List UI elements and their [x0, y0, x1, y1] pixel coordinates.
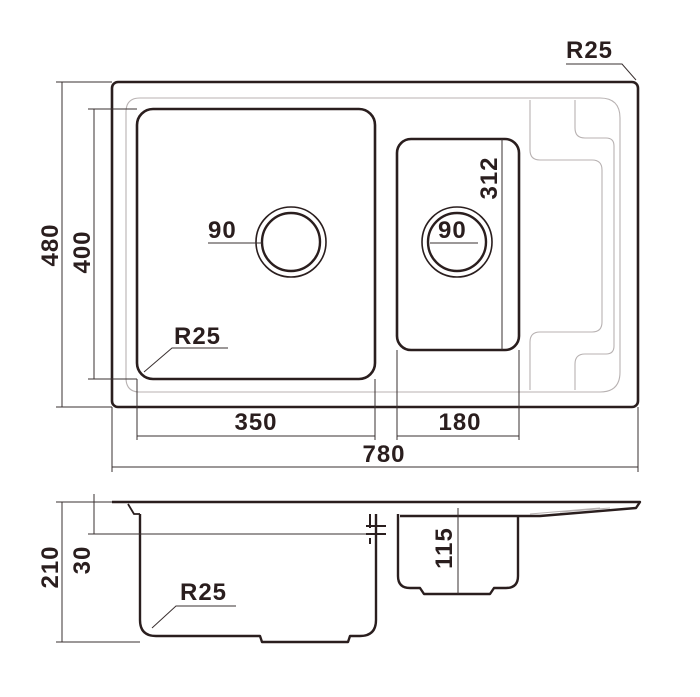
total-depth-label: 210: [37, 545, 64, 588]
section-drainboard-ridges: [529, 507, 611, 515]
main-bowl-radius-leader: [143, 347, 228, 373]
small-bowl-outline: [395, 137, 521, 352]
main-bowl-radius-label: R25: [174, 323, 221, 350]
bowl-widths-extension-lines: [136, 350, 520, 440]
overall-height-dimension: [56, 81, 112, 408]
main-drain-outer: [255, 206, 327, 278]
main-bowl-outline: [135, 107, 377, 381]
section-small-bowl: [396, 514, 520, 596]
main-bowl-height-label: 400: [69, 230, 96, 273]
small-drain-inner: [426, 211, 488, 273]
corner-radius-label: R25: [566, 37, 613, 64]
main-bowl-width-label: 350: [234, 409, 277, 436]
small-drain-outer: [421, 206, 493, 278]
rim-offset-label: 30: [69, 546, 96, 575]
main-drain-inner: [260, 211, 322, 273]
drainboard-contour-outer: [574, 100, 615, 390]
small-bowl-depth-label: 115: [431, 527, 458, 569]
section-divider: [366, 514, 386, 544]
section-radius-leader: [151, 605, 236, 629]
rim-offset-dimension: [88, 494, 370, 535]
small-bowl-width-label: 180: [438, 409, 481, 436]
corner-radius-leader: [566, 63, 637, 81]
sink-inner-rim: [125, 97, 621, 393]
overall-width-dimension: [111, 407, 639, 472]
total-depth-dimension: [56, 501, 140, 643]
overall-height-label: 480: [37, 223, 64, 266]
main-drain-label: 90: [208, 217, 237, 244]
small-bowl-height-label: 312: [476, 156, 503, 199]
section-view: 210 30 115 R25: [37, 494, 642, 644]
section-radius-label: R25: [180, 579, 227, 606]
section-main-bowl: [138, 514, 378, 644]
small-drain-label: 90: [438, 217, 467, 244]
section-rim-lip: [127, 503, 140, 515]
overall-width-label: 780: [362, 441, 405, 468]
section-rim: [112, 500, 642, 518]
drainboard-contour: [529, 100, 603, 390]
main-bowl-height-dimension: [88, 108, 137, 380]
top-view: R25 480 400 312 90 90 R25 350 180 780: [37, 37, 640, 472]
